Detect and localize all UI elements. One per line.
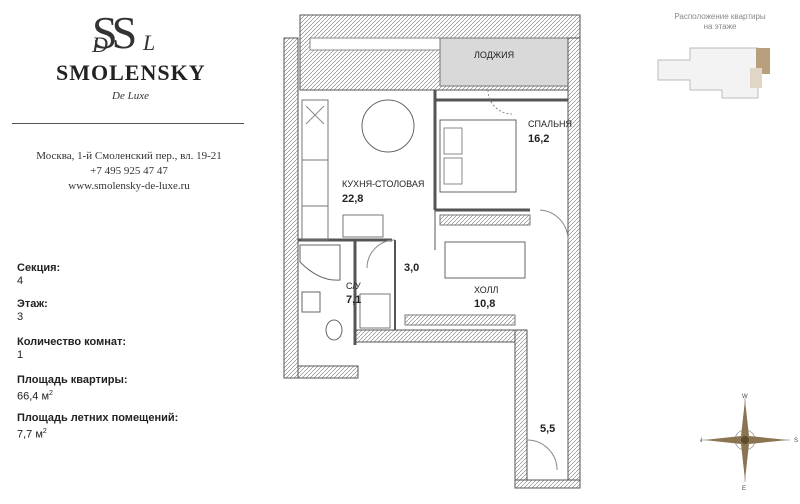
wardrobe-west-wall bbox=[514, 329, 528, 489]
sofa bbox=[444, 241, 526, 279]
wardrobe-south-wall bbox=[514, 479, 581, 489]
svg-text:W: W bbox=[742, 394, 748, 400]
west-wall bbox=[283, 37, 299, 379]
info-section: Секция: 4 bbox=[17, 262, 60, 288]
header-divider bbox=[12, 123, 244, 124]
room-bedroom-area: 16,2 bbox=[528, 133, 549, 145]
room-kitchen-area: 22,8 bbox=[342, 193, 363, 205]
info-rooms-value: 1 bbox=[17, 349, 24, 361]
brand-monogram: SS bbox=[92, 7, 137, 58]
room-bathroom-area: 7,1 bbox=[346, 294, 361, 306]
info-floor-label: Этаж: bbox=[17, 298, 48, 310]
compass-rose: W E S N bbox=[700, 394, 798, 492]
info-area-label: Площадь квартиры: bbox=[17, 374, 128, 386]
brand-name: SMOLENSKY bbox=[56, 60, 206, 85]
room-corridor-area: 3,0 bbox=[404, 262, 419, 274]
room-kitchen-label: КУХНЯ-СТОЛОВАЯ bbox=[342, 179, 424, 189]
contact-website[interactable]: www.smolensky-de-luxe.ru bbox=[68, 180, 190, 192]
room-bathroom-label: С/У bbox=[346, 281, 361, 291]
shower bbox=[359, 293, 391, 329]
washbasin bbox=[301, 291, 321, 313]
info-section-value: 4 bbox=[17, 275, 24, 287]
south-wall bbox=[297, 365, 359, 379]
room-loggia-label: ЛОДЖИЯ bbox=[474, 50, 514, 60]
keyplan-highlight bbox=[756, 48, 770, 74]
info-floor: Этаж: 3 bbox=[17, 298, 48, 324]
floor-keyplan bbox=[657, 47, 770, 99]
info-floor-value: 3 bbox=[17, 311, 24, 323]
loggia-window bbox=[309, 37, 441, 51]
kitchen-counter bbox=[301, 99, 329, 241]
info-rooms: Количество комнат: 1 bbox=[17, 336, 126, 362]
info-summer-area-label: Площадь летних помещений: bbox=[17, 412, 179, 424]
info-summer-area: Площадь летних помещений: 7,7 м2 bbox=[17, 412, 178, 442]
contact-phone: +7 495 925 47 47 bbox=[90, 165, 168, 177]
brand-script-left: D bbox=[92, 32, 108, 57]
svg-text:E: E bbox=[742, 486, 746, 492]
bedroom-wardrobe bbox=[439, 214, 531, 226]
south-wall-mid bbox=[354, 329, 528, 343]
info-area-value: 66,4 м2 bbox=[17, 390, 53, 403]
brand-tagline: De Luxe bbox=[112, 90, 149, 102]
brand-logo: SS D L SMOLENSKY De Luxe bbox=[40, 7, 220, 108]
room-hall-label: ХОЛЛ bbox=[474, 285, 499, 295]
svg-text:S: S bbox=[794, 438, 798, 444]
contact-address: Москва, 1-й Смоленский пер., вл. 19-21 bbox=[36, 150, 222, 162]
room-hall-area: 10,8 bbox=[474, 298, 495, 310]
room-bedroom-label: СПАЛЬНЯ bbox=[528, 119, 572, 129]
hall-wardrobe bbox=[404, 314, 516, 326]
svg-text:N: N bbox=[700, 438, 702, 444]
room-wardrobe-area: 5,5 bbox=[540, 423, 555, 435]
info-summer-area-value: 7,7 м2 bbox=[17, 428, 47, 441]
bathtub bbox=[299, 244, 341, 281]
toilet bbox=[325, 319, 343, 341]
dining-table bbox=[361, 99, 415, 153]
bed bbox=[439, 119, 517, 193]
brand-script-right: L bbox=[143, 30, 156, 55]
info-section-label: Секция: bbox=[17, 262, 61, 274]
info-area: Площадь квартиры: 66,4 м2 bbox=[17, 374, 128, 404]
loggia-floor bbox=[439, 37, 569, 87]
east-wall bbox=[567, 37, 581, 489]
info-rooms-label: Количество комнат: bbox=[17, 336, 127, 348]
kitchen-sink bbox=[342, 214, 384, 238]
